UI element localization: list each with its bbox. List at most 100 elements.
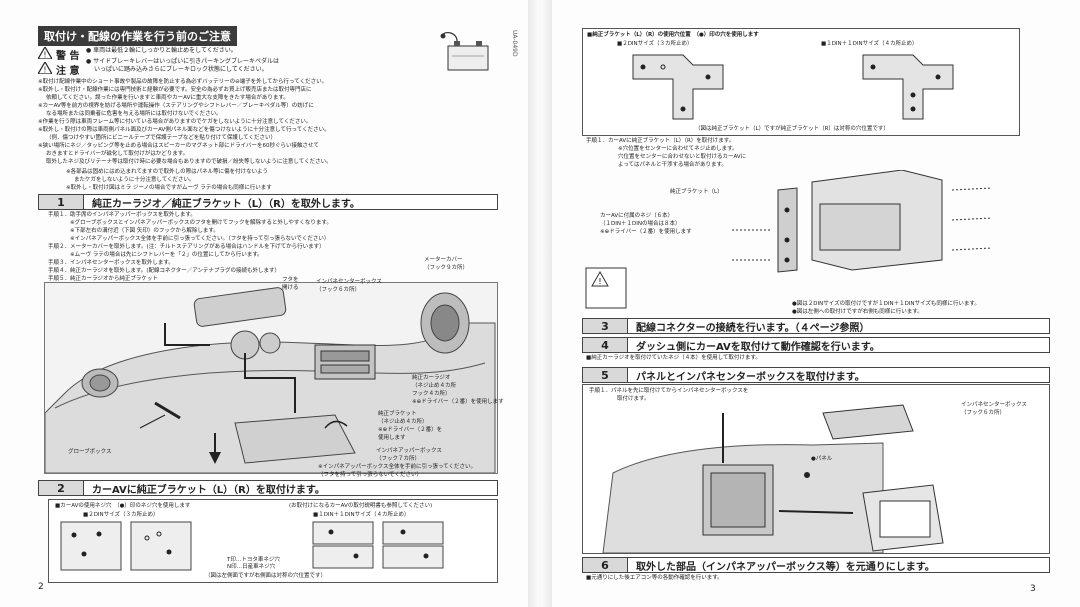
bracket-hole-box: ■純正ブラケット（L）（R）の使用穴位置 （●）印の穴を使用します ■２DINサ… xyxy=(582,28,1020,136)
text-line: 手順５．純正カーラジオから純正ブラケット xyxy=(48,276,158,282)
text-line: おきますとドライバーが磁化して取付けがはかどります。 xyxy=(46,151,189,157)
page-number: 2 xyxy=(38,582,44,592)
step-3-bar: 3 配線コネクターの接続を行います。（４ページ参照） xyxy=(582,318,1050,334)
text-line: 依頼してください。誤った作業を行いますと車両やカーAVに重大な支障をきたす場合が… xyxy=(46,95,289,101)
upper-box-label: インパネアッパーボックス（フック７カ所） xyxy=(376,448,442,462)
screw-hole-ref: (お取付けになるカーAVの取付説明書も参照してください) xyxy=(289,503,433,509)
open-lid-label: フタを開ける xyxy=(282,277,299,291)
text-line: ※取外し・取付け・配線作業には専門技術と経験が必要です。安全の為必ずお買上げ販売… xyxy=(38,87,312,93)
page-gutter xyxy=(528,0,552,607)
text-line: 穴位置をセンターに合わせないと取付けるカーAVに xyxy=(618,154,747,160)
side-code: UA-049D xyxy=(511,30,518,57)
text-line: 手順１．カーAVに純正ブラケット（L）（R）を取付けます。 xyxy=(586,138,735,144)
right-page: ■純正ブラケット（L）（R）の使用穴位置 （●）印の穴を使用します ■２DINサ… xyxy=(552,0,1080,607)
page-header: 取付け・配線の作業を行う前のご注意 xyxy=(38,26,237,46)
text-line: ●図は左側への取付けですが右側も同様に行います。 xyxy=(792,309,923,315)
2din-screw-hole-diagram xyxy=(60,521,192,571)
text-line: ※取外し・取付けの際は車両側パネル面及びカーAV側パネル面などを傷つけないように… xyxy=(38,127,330,133)
radio-label: 純正カーラジオ（ネジ止め４カ所フック４カ所）※⊕ドライバー（２番）を使用します xyxy=(412,375,504,405)
warning-text: ● 車両は最低２輪にしっかりと輪止めをしてください。 xyxy=(86,47,237,54)
dashboard-removal-diagram xyxy=(44,282,498,474)
step-1-bar: 1 純正カーラジオ／純正ブラケット（L）（R）を取外します。 xyxy=(38,194,498,210)
screw-hole-note: （図は左側面ですが右側面は対称の穴位置です） xyxy=(205,573,327,579)
text-line: よってはパネルと干渉する場合があります。 xyxy=(618,162,727,168)
step-5-bar: 5 パネルとインパネセンターボックスを取付けます。 xyxy=(582,367,1050,383)
text-line: 手順２．メーターカバーを取外します。(注：チルトステアリングがある場合はハンドル… xyxy=(48,244,325,250)
step-6-number: 6 xyxy=(583,558,628,572)
text-line: ※狭い場所にネジ／タッピング等を止める場合はスピーカーのマグネット部にドライバー… xyxy=(38,143,320,149)
text-line: ※カーAV等を前方の視界を妨げる場所や運転操作（ステアリングやシフトレバー／ブレ… xyxy=(38,103,314,109)
precaution-notes: ※取付け配線作業中のショート事故や製品の故障を防止する為必ずバッテリーの⊖端子を… xyxy=(38,78,332,166)
glove-box-label: グローブボックス xyxy=(68,449,112,455)
step-6-bar: 6 取外した部品（インパネアッパーボックス等）を元通りにします。 xyxy=(582,557,1050,573)
meter-cover-label: メーターカバー（フック９カ所） xyxy=(424,257,469,271)
screw-label: カーAVに付属のネジ（６本）（１DIN＋１DINの場合は８本）※⊕ドライバー（２… xyxy=(600,213,692,235)
step-2-bar: 2 カーAVに純正ブラケット（L）（R）を取付けます。 xyxy=(38,480,498,496)
left-2din-label: ■２DINサイズ（３カ所止め） xyxy=(83,512,159,518)
step-1-number: 1 xyxy=(39,195,84,209)
text-line: ※取外し・取付け図はミラ ジーノの場合ですがムーヴ ラテの場合も同様に行います xyxy=(66,185,272,191)
step-4-label: ダッシュ側にカーAVを取付けて動作確認を行います。 xyxy=(636,341,880,353)
bracket-2din-diagram xyxy=(632,54,724,120)
left-1din-label: ■１DIN＋１DINサイズ（４カ所止め） xyxy=(313,512,410,518)
svg-text:!: ! xyxy=(43,66,46,75)
warning-caution-labels: ! 警 告 ! 注 意 xyxy=(38,47,138,77)
dashboard-drawing xyxy=(45,287,496,473)
step-4-number: 4 xyxy=(583,338,628,352)
bracket-hole-title: ■純正ブラケット（L）（R）の使用穴位置 （●）印の穴を使用します xyxy=(587,32,759,38)
text-line: またケガをしないように十分注意してください。 xyxy=(74,177,195,183)
step-5-proc-1: 手順１．パネルを先に取付けてからインパネセンターボックスを xyxy=(589,388,749,394)
step-1-procedure: 手順１．助手席のインパネアッパーボックスを取外します。 ※グローブボックスとインパ… xyxy=(48,211,332,291)
step-2-label: カーAVに純正ブラケット（L）（R）を取付けます。 xyxy=(92,484,325,496)
caution-text: ● サイドブレーキレバーはいっぱいに引きパーキングブレーキペダルは xyxy=(86,58,279,65)
step-2-number: 2 xyxy=(39,481,84,495)
svg-text:!: ! xyxy=(598,277,601,286)
bracket-label: 純正ブラケット（ネジ止め４カ所）※⊕ドライバー（２番）を使用します xyxy=(378,411,443,441)
install-notes: ●図は２DINサイズの取付けですが１DIN＋１DINサイズも同様に行います。 ●図… xyxy=(792,300,980,316)
warning-label: 警 告 xyxy=(56,51,80,62)
bracket-install-drawing: ! xyxy=(585,170,993,309)
caution-text-2: いっぱいに踏み込みさらにブレーキロック状態にしてください。 xyxy=(94,66,268,73)
step-3-label: 配線コネクターの接続を行います。（４ページ参照） xyxy=(636,322,870,334)
text-line: 手順３．インパネセンターボックスを取外します。 xyxy=(48,260,174,266)
step-5-number: 5 xyxy=(583,368,628,382)
battery-illustration xyxy=(440,31,489,71)
legend-nissan: N印…日産車ネジ穴 xyxy=(227,564,276,570)
1din-screw-hole-diagram xyxy=(312,521,444,569)
text-line: 手順１．助手席のインパネアッパーボックスを取外します。 xyxy=(48,212,196,218)
bracket-hole-note: （図は純正ブラケット（L）ですが純正ブラケット（R）は対称の穴位置です） xyxy=(695,126,889,132)
caution-label: 注 意 xyxy=(56,66,80,77)
left-page: 取付け・配線の作業を行う前のご注意 ! 警 告 ! 注 意 ● 車両は最低２輪に… xyxy=(0,0,528,607)
step-6-note: ■元通りにした後エアコン等の各動作確認を行います。 xyxy=(586,575,723,581)
warning-triangle-icon: ! xyxy=(38,47,52,59)
svg-text:!: ! xyxy=(43,51,46,60)
text-line: ※下部左右の溝付近（下図 矢印）のフックから解除します。 xyxy=(70,228,219,234)
right-2din-label: ■２DINサイズ（３カ所止め） xyxy=(617,41,693,47)
step-3-number: 3 xyxy=(583,319,628,333)
center-box-label: インパネセンターボックス（フック６カ所） xyxy=(316,279,382,293)
text-line: ※作業を行う際は車両フレーム等に付いている場合がありますのでケガをしないように十… xyxy=(38,119,312,125)
text-line: ※グローブボックスとインパネアッパーボックスのフタを開けてフックを解除すると外し… xyxy=(70,220,332,226)
text-line: ※取付け配線作業中のショート事故や製品の故障を防止する為必ずバッテリーの⊖端子を… xyxy=(38,79,328,85)
bracket-1din-diagram xyxy=(862,54,954,120)
step-1-label: 純正カーラジオ／純正ブラケット（L）（R）を取外します。 xyxy=(92,198,360,210)
bracket-install-diagram: ! xyxy=(582,170,1048,314)
legend-toyota: T印…トヨタ車ネジ穴 xyxy=(227,557,280,563)
caution-triangle-icon: ! xyxy=(38,62,52,74)
text-line: ●図は２DINサイズの取付けですが１DIN＋１DINサイズも同様に行います。 xyxy=(792,301,980,307)
page-number: 3 xyxy=(1030,584,1036,594)
bracket-l-label: 純正ブラケット（L） xyxy=(670,189,723,195)
screw-hole-title: ■カーAVの使用ネジ穴 （●）印のネジ穴を使用します xyxy=(55,503,191,509)
panel-label: ●パネル xyxy=(811,456,833,462)
text-line: ※インパネアッパーボックス全体を手前に引っ張ってください。（フタを持って引っ張ら… xyxy=(70,236,330,242)
right-1din-label: ■１DIN＋１DINサイズ（４カ所止め） xyxy=(821,41,918,47)
screw-hole-box: ■カーAVの使用ネジ穴 （●）印のネジ穴を使用します (お取付けになるカーAVの… xyxy=(48,499,498,583)
step-4-bar: 4 ダッシュ側にカーAVを取付けて動作確認を行います。 xyxy=(582,337,1050,353)
upper-box-note: ※インパネアッパーボックス全体を手前に引っ張ってください。（フタを持って引っ張ら… xyxy=(318,464,477,478)
panel-install-box: 手順１．パネルを先に取付けてからインパネセンターボックスを 取付けます。 インパ… xyxy=(582,384,1050,554)
center-box-install-label: インパネセンターボックス（フック６カ所） xyxy=(961,402,1027,416)
step-4-note: ■純正カーラジオを取付けていたネジ（４本）を使用して取付けます。 xyxy=(586,355,761,361)
precaution-notes-2: ※各部品は固めにはめ込まれてますので取外しの際はパネル等に傷を付けないようまたケ… xyxy=(66,168,272,192)
text-line: （例．傷つけやすい箇所にビニールテープで保護テープなどを貼り付けて保護してくださ… xyxy=(46,135,277,141)
text-line: なる場所または同乗者に危害を与える場所には取付けないでください。 xyxy=(46,111,222,117)
